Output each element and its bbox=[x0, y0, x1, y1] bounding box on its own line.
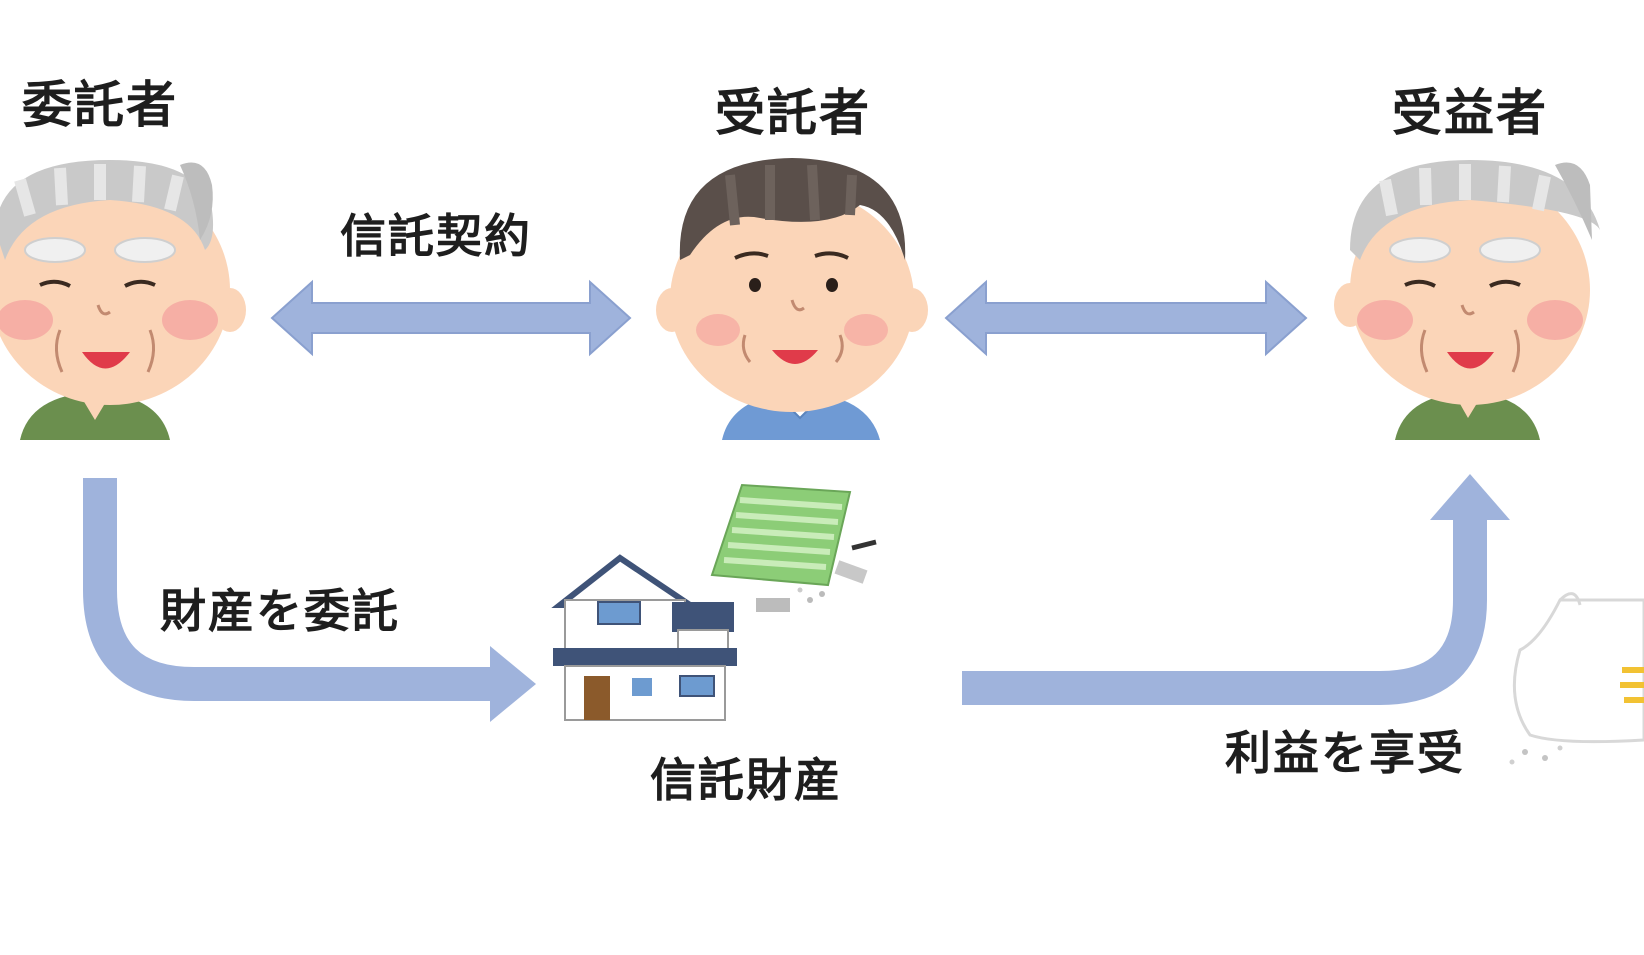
house-icon bbox=[551, 554, 737, 721]
trust-contract-label: 信託契約 bbox=[340, 209, 532, 263]
trustee-beneficiary-double-arrow bbox=[944, 279, 1308, 357]
beneficiary-figure-icon bbox=[1334, 160, 1600, 440]
trust-contract-double-arrow bbox=[270, 279, 632, 357]
enjoy-benefit-label: 利益を享受 bbox=[1225, 726, 1465, 780]
enjoy-benefit-arrow bbox=[962, 474, 1510, 705]
trustee-figure-icon bbox=[656, 158, 928, 440]
trust-property-label: 信託財産 bbox=[650, 753, 842, 807]
entrust-property-label: 財産を委託 bbox=[160, 584, 400, 638]
trustee-label: 受託者 bbox=[715, 84, 871, 142]
money-bag-icon bbox=[1509, 592, 1644, 765]
beneficiary-label: 受益者 bbox=[1392, 84, 1548, 142]
bankbook-icon bbox=[710, 483, 877, 612]
settlor-label: 委託者 bbox=[22, 76, 178, 134]
settlor-figure-icon bbox=[0, 160, 246, 440]
